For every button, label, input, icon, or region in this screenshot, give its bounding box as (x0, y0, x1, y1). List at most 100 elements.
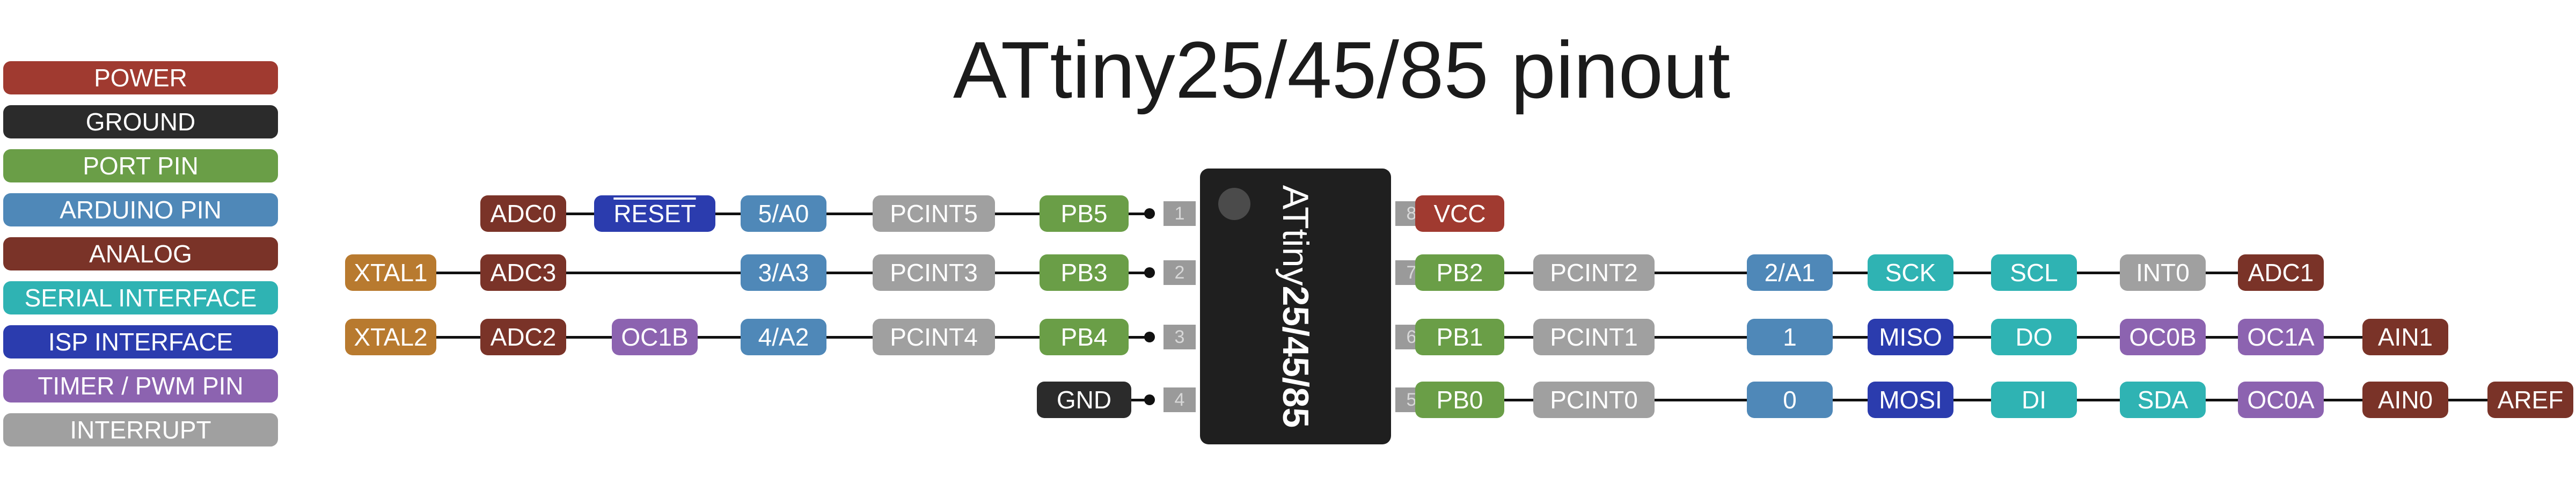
pb0-label: PB0 (1415, 382, 1504, 418)
connector-line (1439, 399, 2520, 401)
scl-label: SCL (1991, 254, 2077, 291)
arduino-4-a2-label: 4/A2 (741, 319, 826, 355)
legend-item: TIMER / PWM PIN (3, 369, 278, 402)
pcint5-label-text: PCINT5 (890, 200, 978, 228)
pcint3-label: PCINT3 (873, 254, 995, 291)
sda-label-text: SDA (2137, 386, 2189, 414)
pin-number-4: 4 (1163, 387, 1196, 412)
pin-junction-dot (1144, 267, 1155, 278)
mosi-label-text: MOSI (1879, 386, 1942, 414)
pcint1-label: PCINT1 (1533, 319, 1655, 355)
arduino-4-a2-label-text: 4/A2 (758, 323, 809, 351)
pb0-label-text: PB0 (1436, 386, 1483, 414)
xtal2-label: XTAL2 (345, 319, 436, 355)
pcint0-label: PCINT0 (1533, 382, 1655, 418)
di-label-text: DI (2022, 386, 2046, 414)
arduino-1-label: 1 (1747, 319, 1833, 355)
pin-number-2: 2 (1163, 260, 1196, 285)
xtal2-label-text: XTAL2 (354, 323, 428, 351)
adc3-label: ADC3 (480, 254, 566, 291)
pcint3-label-text: PCINT3 (890, 259, 978, 287)
oc1b-label: OC1B (612, 319, 698, 355)
legend-item: ISP INTERFACE (3, 325, 278, 358)
ain0-label-text: AIN0 (2377, 386, 2433, 414)
miso-label-text: MISO (1879, 323, 1942, 351)
legend-item: POWER (3, 61, 278, 94)
arduino-3-a3-label: 3/A3 (741, 254, 826, 291)
pcint2-label: PCINT2 (1533, 254, 1655, 291)
chip-body: ATtiny25/45/85 (1200, 169, 1391, 444)
oc0a-label-text: OC0A (2247, 386, 2315, 414)
diagram-title: ATtiny25/45/85 pinout (953, 25, 1731, 115)
oc0b-label: OC0B (2120, 319, 2206, 355)
legend-item: ANALOG (3, 237, 278, 270)
pb3-label-text: PB3 (1060, 259, 1108, 287)
pcint4-label-text: PCINT4 (890, 323, 978, 351)
mosi-label: MOSI (1868, 382, 1953, 418)
ain0-label: AIN0 (2362, 382, 2448, 418)
legend-item: SERIAL INTERFACE (3, 281, 278, 314)
miso-label: MISO (1868, 319, 1953, 355)
oc1a-label-text: OC1A (2247, 323, 2315, 351)
vcc-label-text: VCC (1433, 200, 1486, 228)
reset-label-text: RESET (613, 200, 696, 228)
do-label: DO (1991, 319, 2077, 355)
arduino-0-label-text: 0 (1783, 386, 1797, 414)
pb4-label: PB4 (1040, 319, 1129, 355)
aref-label: AREF (2487, 382, 2573, 418)
pin-junction-dot (1144, 394, 1155, 405)
pb3-label: PB3 (1040, 254, 1129, 291)
di-label: DI (1991, 382, 2077, 418)
arduino-3-a3-label-text: 3/A3 (758, 259, 809, 287)
int0-label-text: INT0 (2136, 259, 2190, 287)
arduino-0-label: 0 (1747, 382, 1833, 418)
pcint1-label-text: PCINT1 (1550, 323, 1638, 351)
pcint4-label: PCINT4 (873, 319, 995, 355)
pcint5-label: PCINT5 (873, 195, 995, 232)
oc0b-label-text: OC0B (2129, 323, 2197, 351)
ain1-label-text: AIN1 (2377, 323, 2433, 351)
arduino-5-a0-label-text: 5/A0 (758, 200, 809, 228)
legend-item: INTERRUPT (3, 413, 278, 447)
arduino-2-a1-label-text: 2/A1 (1764, 259, 1816, 287)
pb2-label-text: PB2 (1436, 259, 1483, 287)
pcint2-label-text: PCINT2 (1550, 259, 1638, 287)
oc1a-label: OC1A (2238, 319, 2324, 355)
pb1-label: PB1 (1415, 319, 1504, 355)
xtal1-label-text: XTAL1 (354, 259, 428, 287)
pin1-marker-dot (1218, 188, 1250, 220)
xtal1-label: XTAL1 (345, 254, 436, 291)
legend-item: PORT PIN (3, 149, 278, 182)
oc0a-label: OC0A (2238, 382, 2324, 418)
scl-label-text: SCL (2010, 259, 2058, 287)
chip-label: ATtiny25/45/85 (1274, 185, 1317, 428)
pin-number-1: 1 (1163, 201, 1196, 226)
adc3-label-text: ADC3 (490, 259, 557, 287)
legend-item: GROUND (3, 105, 278, 138)
arduino-2-a1-label: 2/A1 (1747, 254, 1833, 291)
int0-label: INT0 (2120, 254, 2206, 291)
gnd-label: GND (1037, 382, 1131, 418)
gnd-label-text: GND (1056, 386, 1112, 414)
connector-line (1439, 272, 2270, 274)
sck-label: SCK (1868, 254, 1953, 291)
adc2-label-text: ADC2 (490, 323, 557, 351)
pb1-label-text: PB1 (1436, 323, 1483, 351)
pin-number-3: 3 (1163, 325, 1196, 349)
do-label-text: DO (2015, 323, 2053, 351)
chip-label-bold: 25/45/85 (1275, 286, 1316, 428)
sda-label: SDA (2120, 382, 2206, 418)
pb2-label: PB2 (1415, 254, 1504, 291)
vcc-label: VCC (1415, 195, 1504, 232)
adc1-label-text: ADC1 (2248, 259, 2314, 287)
pin-junction-dot (1144, 208, 1155, 219)
adc2-label: ADC2 (480, 319, 566, 355)
arduino-1-label-text: 1 (1783, 323, 1797, 351)
pcint0-label-text: PCINT0 (1550, 386, 1638, 414)
oc1b-label-text: OC1B (621, 323, 689, 351)
sck-label-text: SCK (1885, 259, 1936, 287)
reset-label: RESET (594, 195, 715, 232)
pb5-label: PB5 (1040, 195, 1129, 232)
ain1-label: AIN1 (2362, 319, 2448, 355)
